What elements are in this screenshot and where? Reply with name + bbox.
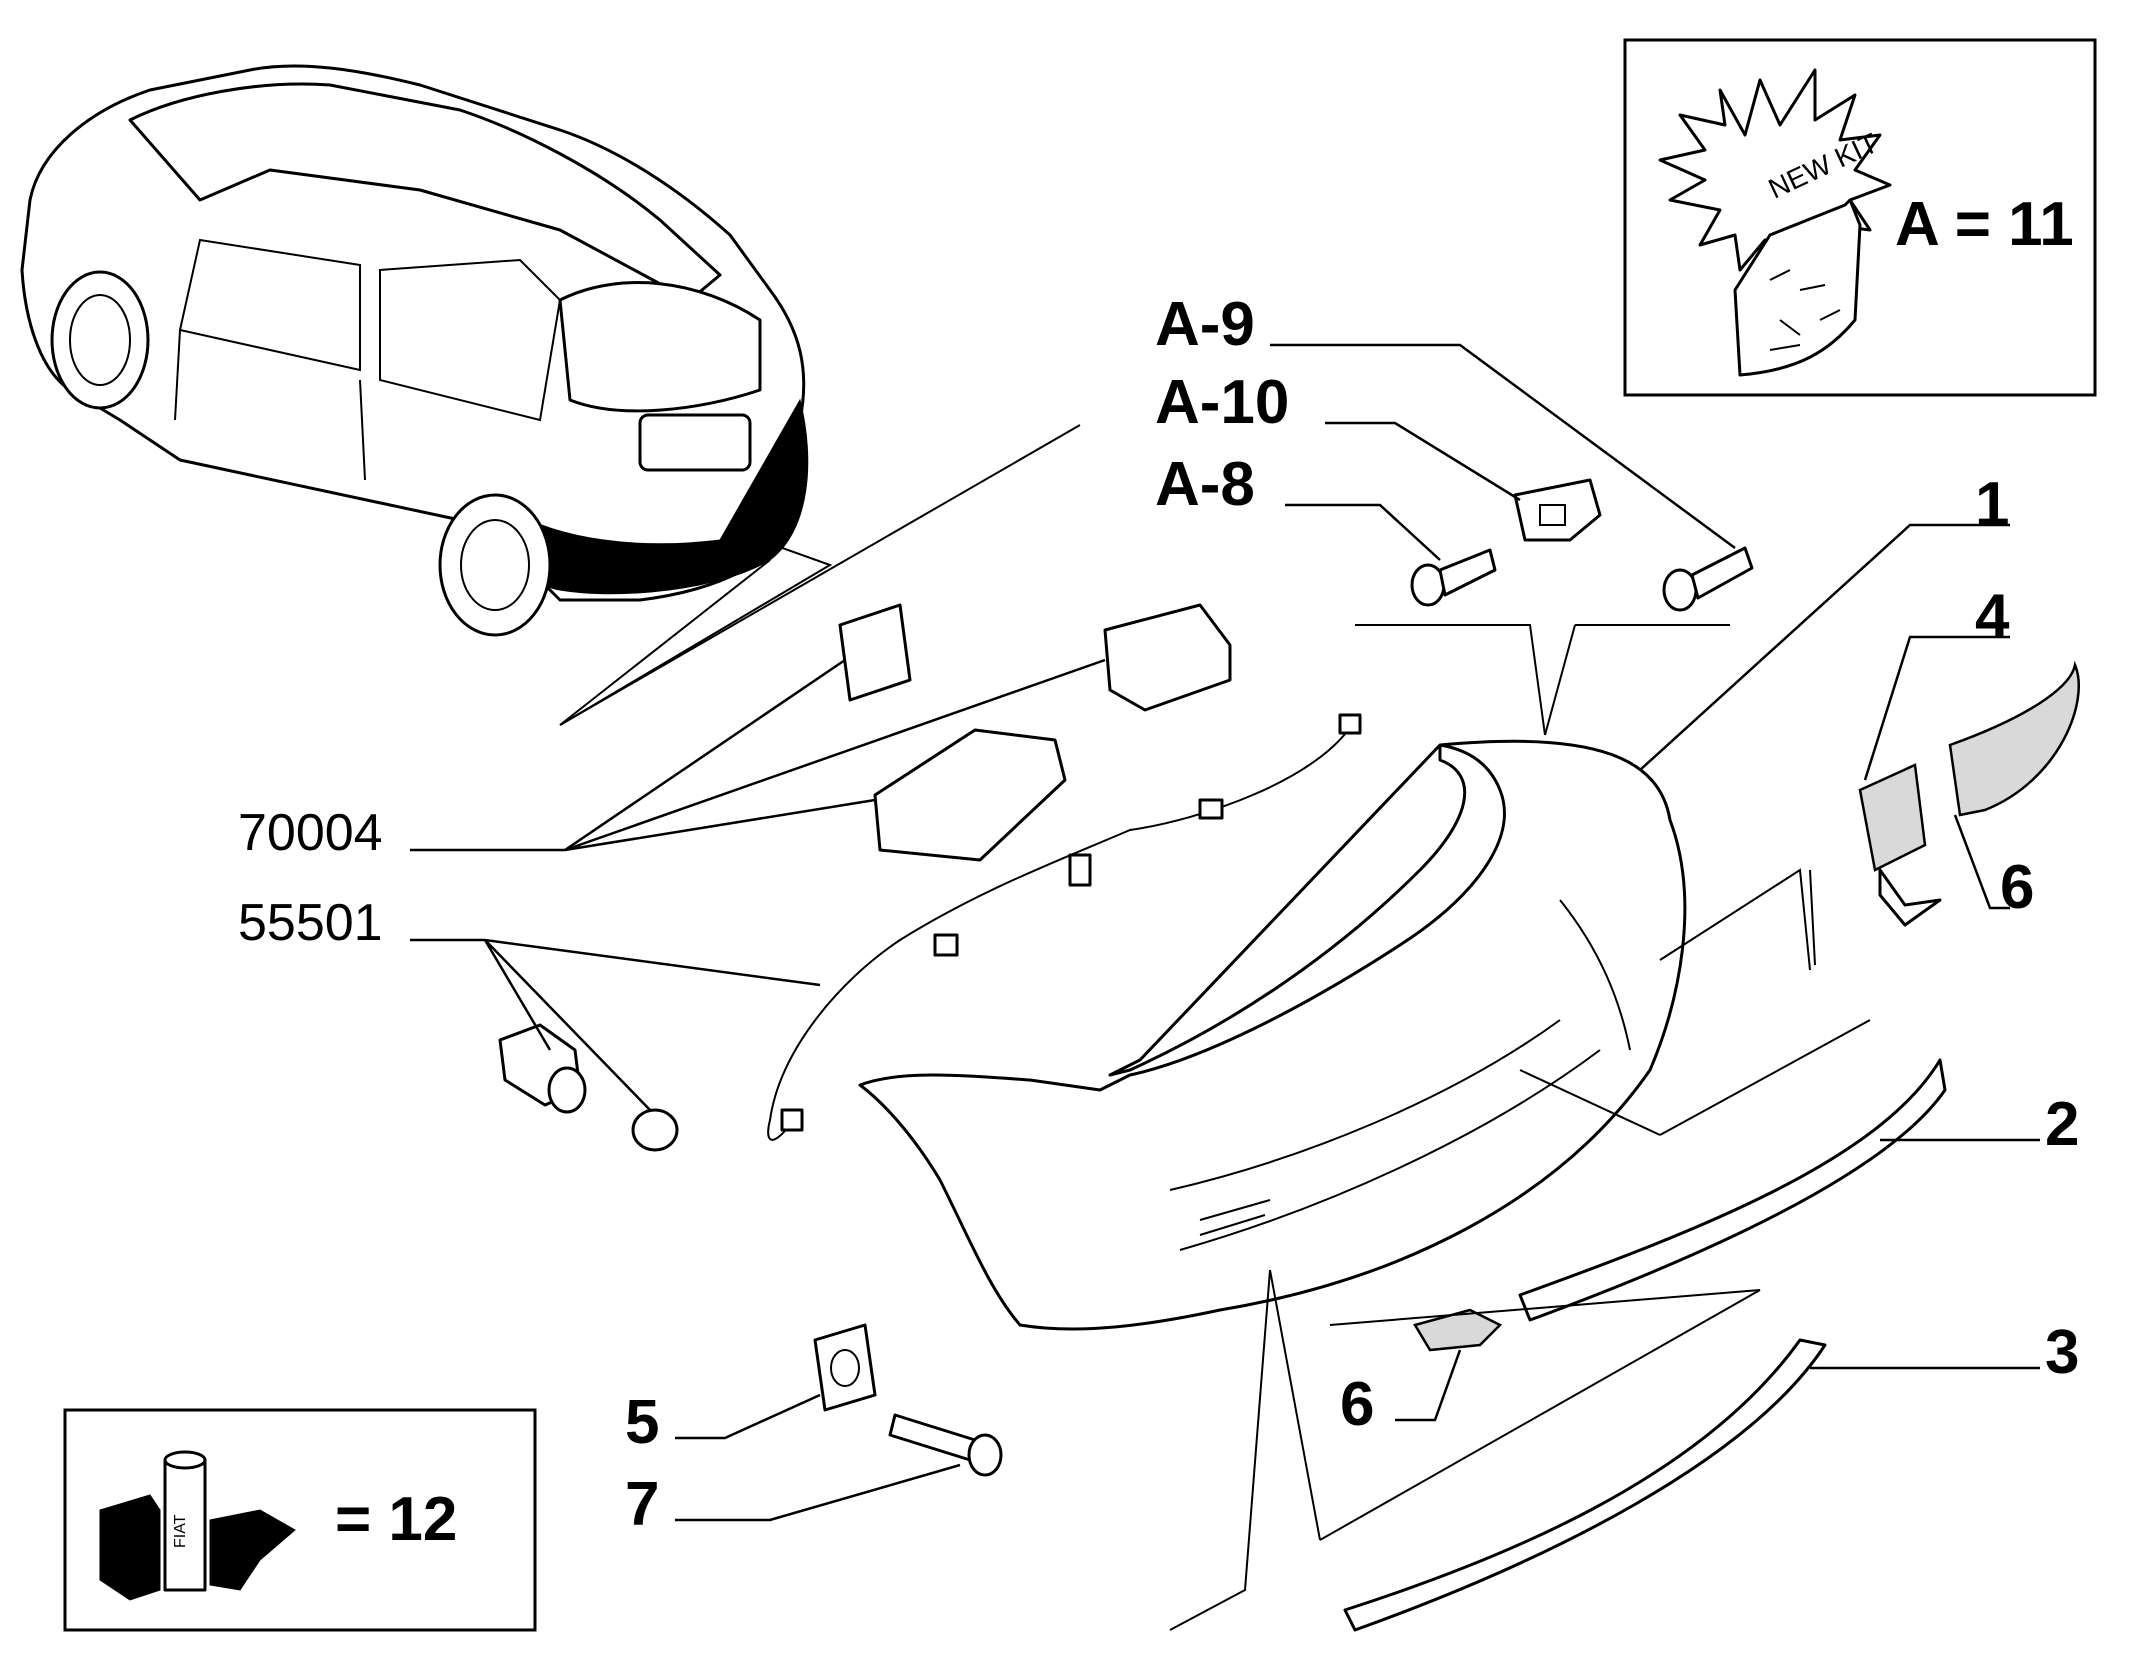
car-illustration <box>20 64 809 637</box>
new-kit-box: NEW KIT A = 11 <box>1623 38 2097 397</box>
screw-a9-icon <box>1662 546 1754 612</box>
label-part-2: 2 <box>2045 1090 2079 1159</box>
label-ref-55501: 55501 <box>238 894 383 952</box>
label-ref-70004: 70004 <box>238 804 383 862</box>
kit-bag-icon <box>1733 198 1862 377</box>
label-a10: A-10 <box>1155 368 1289 437</box>
consumables-equation: = 12 <box>335 1485 457 1554</box>
label-part-1: 1 <box>1975 470 2009 539</box>
label-a8: A-8 <box>1155 450 1255 519</box>
screw-part7-icon <box>888 1413 1003 1477</box>
brand-text: FIAT <box>172 1514 189 1548</box>
label-part-6-lower: 6 <box>1340 1370 1374 1439</box>
cover-part4-icon <box>1858 763 1942 927</box>
label-part-4: 4 <box>1975 582 2010 651</box>
control-unit-icon <box>838 603 1232 862</box>
consumables-box: FIAT = 12 <box>63 1408 537 1632</box>
clip-a10-icon <box>1513 478 1602 542</box>
label-part-7: 7 <box>625 1470 659 1539</box>
label-part-3: 3 <box>2045 1318 2079 1387</box>
reflector-lower-icon <box>1413 1308 1503 1352</box>
kit-equation: A = 11 <box>1895 190 2074 259</box>
rear-bumper-part <box>858 739 1687 1331</box>
retainer-part5-icon <box>813 1323 877 1412</box>
reflector-upper-icon <box>1948 660 2080 817</box>
trim-strip-part2-icon <box>1518 1058 1947 1322</box>
box-icon <box>99 1494 161 1601</box>
label-part-6-upper: 6 <box>2000 853 2034 922</box>
wiring-harness-icon <box>767 713 1362 1141</box>
leader-lines <box>410 343 2040 1631</box>
trim-strip-part3-icon <box>1343 1338 1827 1632</box>
screw-a8-icon <box>1410 548 1497 607</box>
parking-sensor-icon <box>498 1023 679 1152</box>
label-part-5: 5 <box>625 1388 659 1457</box>
part-labels: A-9 A-10 A-8 1 4 6 2 3 6 5 7 70004 55501 <box>238 290 2079 1539</box>
label-a9: A-9 <box>1155 290 1255 359</box>
